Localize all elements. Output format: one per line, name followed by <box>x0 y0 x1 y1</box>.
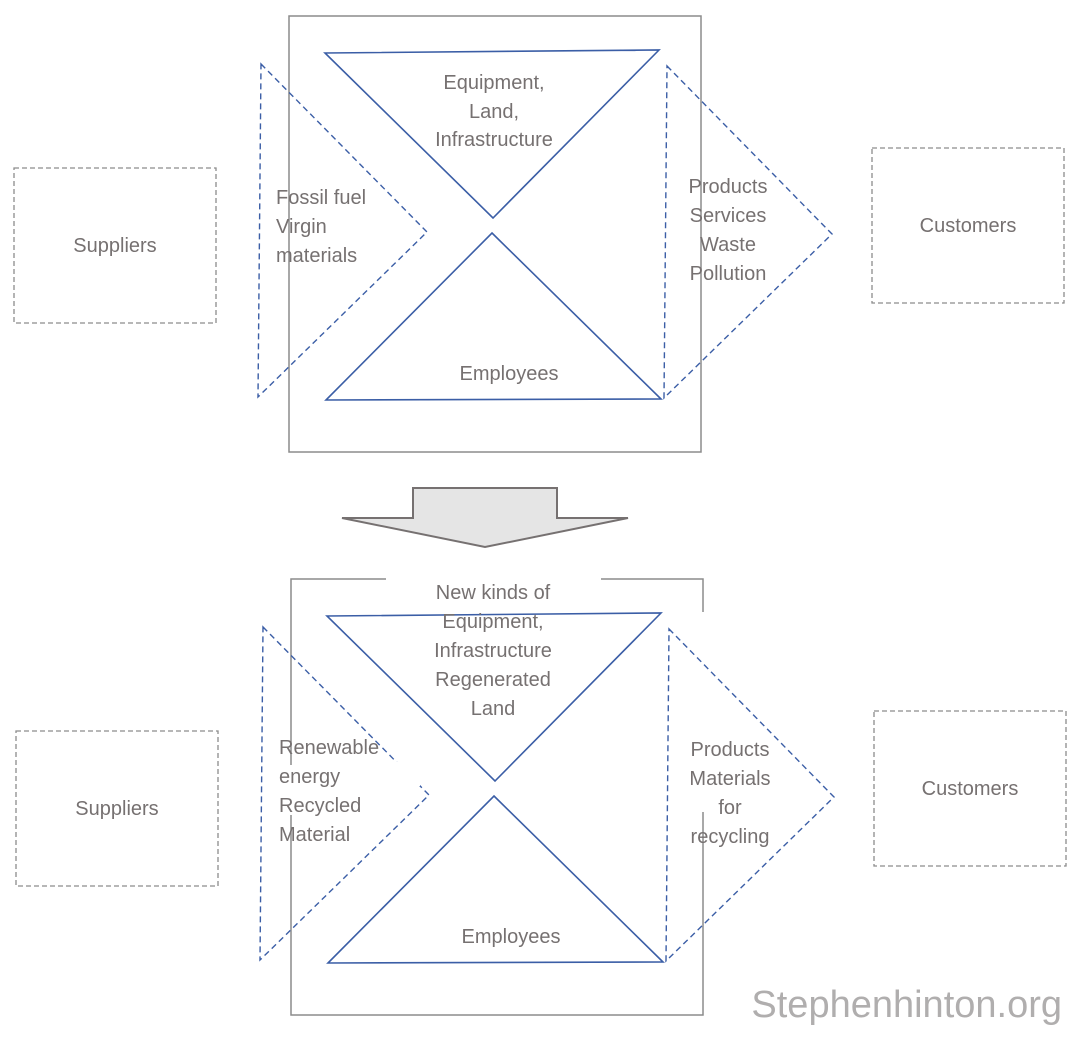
after-inputs-line: Recycled <box>279 795 361 817</box>
after-assets-label: New kinds of Equipment, Infrastructure R… <box>434 582 552 720</box>
before-suppliers-label: Suppliers <box>73 235 156 257</box>
after-right-edge-mask <box>699 612 707 812</box>
before-inputs-line: Virgin <box>276 216 327 238</box>
after-assets-triangle <box>325 612 663 783</box>
after-outputs-line: Products <box>691 739 770 761</box>
after-assets-line: New kinds of <box>436 582 551 604</box>
after-inputs-line: Renewable <box>279 737 379 759</box>
before-suppliers-box <box>13 167 217 324</box>
before-outputs-label: Products Services Waste Pollution <box>689 176 768 285</box>
before-employees-triangle <box>324 231 663 401</box>
after-assets-line: Infrastructure <box>434 640 552 662</box>
after-inputs-label: Renewable energy Recycled Material <box>279 737 379 846</box>
before-assets-line: Equipment, <box>443 72 544 94</box>
after-section: Suppliers Customers New kinds of Equipme… <box>15 576 1067 1016</box>
after-inputs-arrow <box>259 625 430 962</box>
before-inputs-line: Fossil fuel <box>276 187 366 209</box>
after-customers-box <box>873 710 1067 867</box>
before-outputs-line: Services <box>690 205 767 227</box>
after-inputs-arrow-mask <box>396 762 420 786</box>
after-suppliers-label: Suppliers <box>75 798 158 820</box>
transition-down-arrow-icon <box>341 487 629 549</box>
before-inputs-arrow <box>257 62 428 399</box>
before-assets-line: Infrastructure <box>435 129 553 151</box>
before-outputs-line: Waste <box>700 234 756 256</box>
before-organization-box <box>288 15 702 453</box>
after-outputs-label: Products Materials for recycling <box>689 739 770 848</box>
before-outputs-line: Products <box>689 176 768 198</box>
watermark: Stephenhinton.org <box>751 984 1062 1026</box>
after-outputs-line: recycling <box>691 826 770 848</box>
after-customers-label: Customers <box>922 778 1019 800</box>
before-customers-label: Customers <box>920 215 1017 237</box>
before-inputs-line: materials <box>276 245 357 267</box>
after-left-edge-mask <box>287 765 295 815</box>
after-assets-line: Regenerated <box>435 669 551 691</box>
before-assets-triangle <box>323 49 661 220</box>
after-employees-triangle <box>326 794 665 964</box>
before-outputs-arrow <box>663 64 833 400</box>
after-assets-line: Equipment, <box>442 611 543 633</box>
after-outputs-line: for <box>718 797 742 819</box>
after-outputs-arrow <box>665 627 835 963</box>
before-employees-label: Employees <box>460 363 559 385</box>
before-assets-label: Equipment, Land, Infrastructure <box>435 72 553 151</box>
before-inputs-label: Fossil fuel Virgin materials <box>276 187 366 267</box>
before-outputs-line: Pollution <box>690 263 767 285</box>
before-customers-box <box>871 147 1065 304</box>
before-assets-line: Land, <box>469 101 519 123</box>
after-inputs-line: Material <box>279 824 350 846</box>
after-inputs-line: energy <box>279 766 340 788</box>
after-employees-label: Employees <box>462 926 561 948</box>
before-section: Suppliers Customers Equipment, Land, Inf… <box>13 15 1065 453</box>
after-suppliers-box <box>15 730 219 887</box>
after-title-mask <box>386 576 601 582</box>
after-outputs-line: Materials <box>689 768 770 790</box>
after-assets-line: Land <box>471 698 516 720</box>
